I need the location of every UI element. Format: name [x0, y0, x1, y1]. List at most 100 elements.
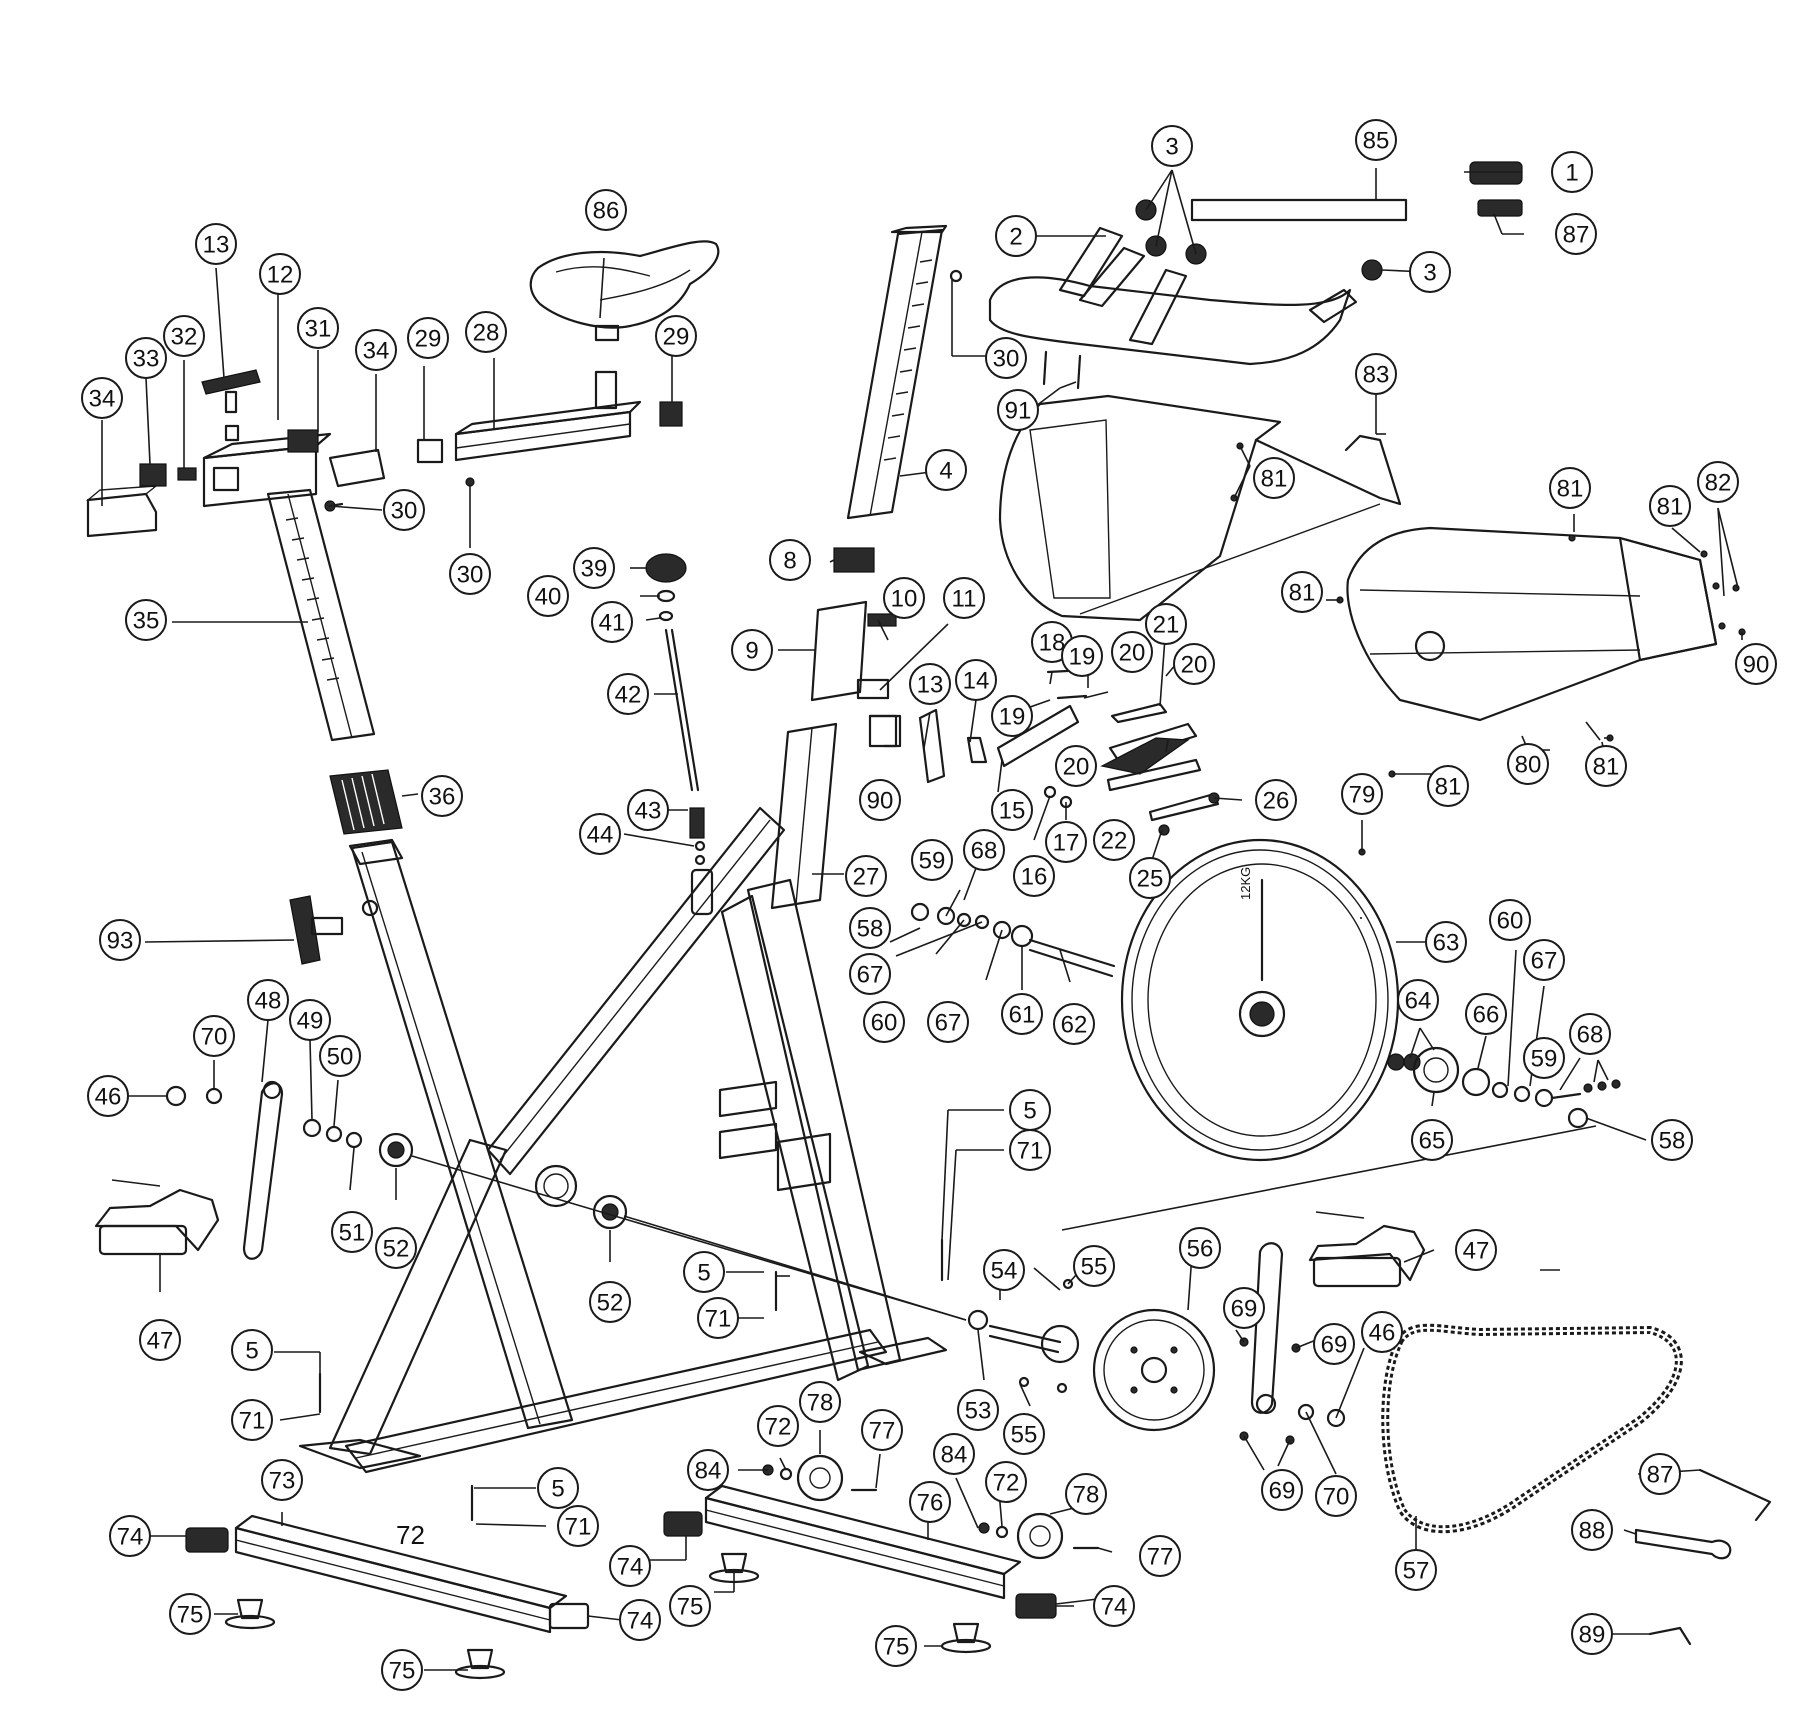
- callout-circle: [1571, 1509, 1613, 1551]
- callout-circle: [1409, 251, 1451, 293]
- callout-48: 48: [247, 979, 289, 1021]
- callout-30: 30: [985, 337, 1027, 379]
- callout-circle: [381, 1649, 423, 1691]
- callout-15: 15: [991, 789, 1033, 831]
- callout-circle: [1555, 213, 1597, 255]
- callout-circle: [933, 1433, 975, 1475]
- callout-number: 42: [615, 682, 642, 709]
- callout-number: 71: [705, 1306, 732, 1333]
- callout-70: 70: [193, 1015, 235, 1057]
- callout-number: 47: [1463, 1238, 1490, 1265]
- callout-circle: [1397, 979, 1439, 1021]
- chain-guard-left: [998, 394, 1402, 622]
- callout-circle: [331, 1211, 373, 1253]
- callout-circle: [1649, 485, 1691, 527]
- callout-circle: [1253, 457, 1295, 499]
- handlebar-post: [846, 224, 963, 520]
- callout-number: 75: [883, 1634, 910, 1661]
- callout-52: 52: [589, 1281, 631, 1323]
- seat-tube-sleeve: [329, 769, 403, 835]
- callout-number: 75: [677, 1594, 704, 1621]
- callout-number: 63: [1433, 930, 1460, 957]
- callout-68: 68: [963, 829, 1005, 871]
- parts-layer: 12KG: [85, 161, 1772, 1680]
- callout-number: 2: [1009, 224, 1022, 251]
- callout-circle: [963, 829, 1005, 871]
- callout-number: 29: [663, 324, 690, 351]
- callout-number: 5: [551, 1476, 564, 1503]
- callout-54: 54: [983, 1249, 1025, 1291]
- callout-44: 44: [579, 813, 621, 855]
- callout-circle: [1139, 1535, 1181, 1577]
- callout-number: 74: [627, 1608, 654, 1635]
- callout-circle: [589, 1281, 631, 1323]
- callout-circle: [997, 389, 1039, 431]
- callout-circle: [607, 673, 649, 715]
- callout-number: 46: [95, 1084, 122, 1111]
- callout-number: 43: [635, 798, 662, 825]
- seat-post: [266, 488, 376, 742]
- callout-number: 79: [1349, 782, 1376, 809]
- callout-number: 20: [1181, 652, 1208, 679]
- callout-number: 30: [993, 346, 1020, 373]
- callout-61: 61: [1001, 993, 1043, 1035]
- callout-number: 20: [1119, 640, 1146, 667]
- callout-number: 67: [1531, 948, 1558, 975]
- callout-68: 68: [1569, 1013, 1611, 1055]
- callout-20: 20: [1173, 643, 1215, 685]
- callout-number: 69: [1231, 1296, 1258, 1323]
- callout-number: 25: [1137, 866, 1164, 893]
- callout-circle: [1489, 899, 1531, 941]
- callout-56: 56: [1179, 1227, 1221, 1269]
- callout-circle: [1523, 939, 1565, 981]
- callout-circle: [573, 547, 615, 589]
- callout-53: 53: [957, 1389, 999, 1431]
- callout-circle: [1341, 773, 1383, 815]
- callout-circle: [1073, 1245, 1115, 1287]
- callout-74: 74: [109, 1515, 151, 1557]
- callout-circle: [863, 1001, 905, 1043]
- callout-number: 36: [429, 784, 456, 811]
- resistance-knob-assembly: [645, 553, 706, 866]
- callout-circle: [655, 315, 697, 357]
- callout-49: 49: [289, 999, 331, 1041]
- callout-74: 74: [619, 1599, 661, 1641]
- callout-circle: [383, 489, 425, 531]
- callout-number: 55: [1081, 1254, 1108, 1281]
- callout-number: 59: [919, 848, 946, 875]
- callout-number: 69: [1269, 1478, 1296, 1505]
- frame-bolts: [318, 1238, 944, 1522]
- callout-circle: [585, 189, 627, 231]
- callout-55: 55: [1003, 1413, 1045, 1455]
- callout-circle: [1523, 1037, 1565, 1079]
- callout-52: 52: [375, 1227, 417, 1269]
- callout-65: 65: [1411, 1119, 1453, 1161]
- callout-circle: [1549, 467, 1591, 509]
- callout-circle: [247, 979, 289, 1021]
- callout-75: 75: [169, 1593, 211, 1635]
- pedal-left: [94, 1179, 220, 1256]
- callout-81: 81: [1253, 457, 1295, 499]
- callout-number: 21: [1153, 612, 1180, 639]
- callout-circle: [769, 539, 811, 581]
- callout-circle: [163, 315, 205, 357]
- callout-number: 74: [617, 1554, 644, 1581]
- callout-number: 51: [339, 1220, 366, 1247]
- callout-circle: [991, 789, 1033, 831]
- callout-circle: [955, 659, 997, 701]
- callout-number: 17: [1053, 830, 1080, 857]
- callout-number: 13: [203, 232, 230, 259]
- callout-circle: [261, 1459, 303, 1501]
- console: [1469, 161, 1523, 217]
- callout-71: 71: [557, 1505, 599, 1547]
- callout-number: 80: [1515, 752, 1542, 779]
- callout-34: 34: [81, 377, 123, 419]
- callout-number: 50: [327, 1044, 354, 1071]
- callout-circle: [883, 577, 925, 619]
- callout-circle: [169, 1593, 211, 1635]
- callout-circle: [1045, 821, 1087, 863]
- callout-number: 19: [1069, 644, 1096, 671]
- callout-number: 34: [89, 386, 116, 413]
- callout-69: 69: [1223, 1287, 1265, 1329]
